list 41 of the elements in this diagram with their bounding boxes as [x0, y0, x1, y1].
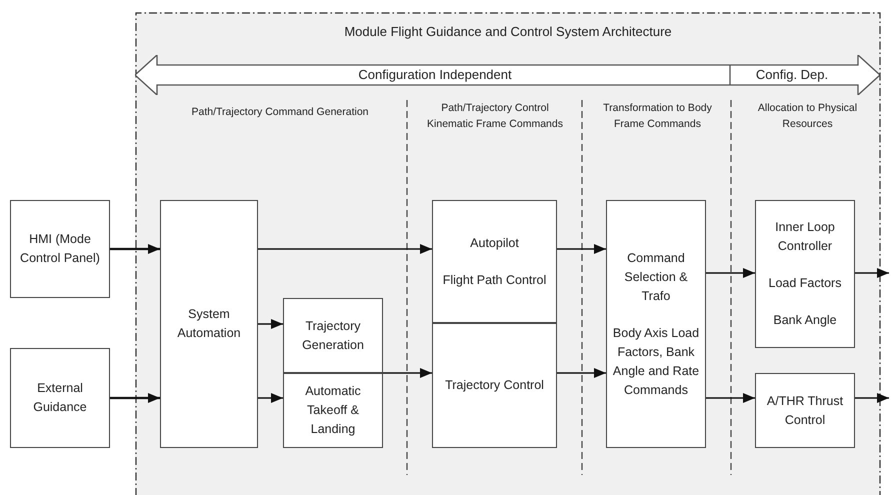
block-text: A/THR Thrust Control — [766, 392, 844, 428]
process-box — [10, 348, 110, 448]
arrow — [557, 244, 606, 254]
double-arrow-band — [135, 55, 880, 95]
arrow — [383, 368, 432, 378]
block-text: Inner Loop Controller — [774, 219, 836, 255]
arrow — [110, 244, 160, 254]
process-box — [755, 200, 855, 348]
arrow — [110, 393, 160, 403]
block-text: Body Axis Load Factors, Bank Angle and Rate Commands — [612, 324, 700, 398]
block-text: Autopilot — [470, 234, 519, 252]
process-box — [755, 373, 855, 448]
process-box — [160, 200, 258, 448]
process-box — [10, 200, 110, 298]
block-text: Automatic Takeoff & Landing — [304, 383, 362, 438]
arrow — [855, 393, 889, 403]
block-text: External Guidance — [32, 380, 88, 416]
block-text: Command Selection & Trafo — [623, 250, 689, 304]
block-text: Trajectory Control — [445, 377, 544, 394]
band-label: Config. Dep. — [754, 66, 830, 84]
block-text: Trajectory Generation — [301, 318, 365, 354]
arrow — [557, 368, 606, 378]
process-box — [606, 200, 706, 448]
process-box — [432, 323, 557, 448]
process-box — [432, 200, 557, 323]
band-label: Configuration Independent — [357, 66, 513, 84]
arrow — [258, 393, 283, 403]
arrow — [706, 268, 755, 278]
block-text: Flight Path Control — [442, 272, 546, 289]
process-box — [283, 298, 383, 373]
module-frame — [135, 12, 881, 495]
arrow — [258, 319, 283, 329]
arrow — [258, 244, 432, 254]
block-text: System Automation — [176, 306, 242, 342]
block-text: Bank Angle — [773, 312, 837, 329]
module-title: Module Flight Guidance and Control System Architecture — [343, 23, 673, 41]
arrow — [855, 268, 889, 278]
process-box — [283, 373, 383, 448]
arrow — [706, 393, 755, 403]
block-text: HMI (Mode Control Panel) — [19, 231, 101, 267]
block-text: Load Factors — [768, 275, 842, 292]
